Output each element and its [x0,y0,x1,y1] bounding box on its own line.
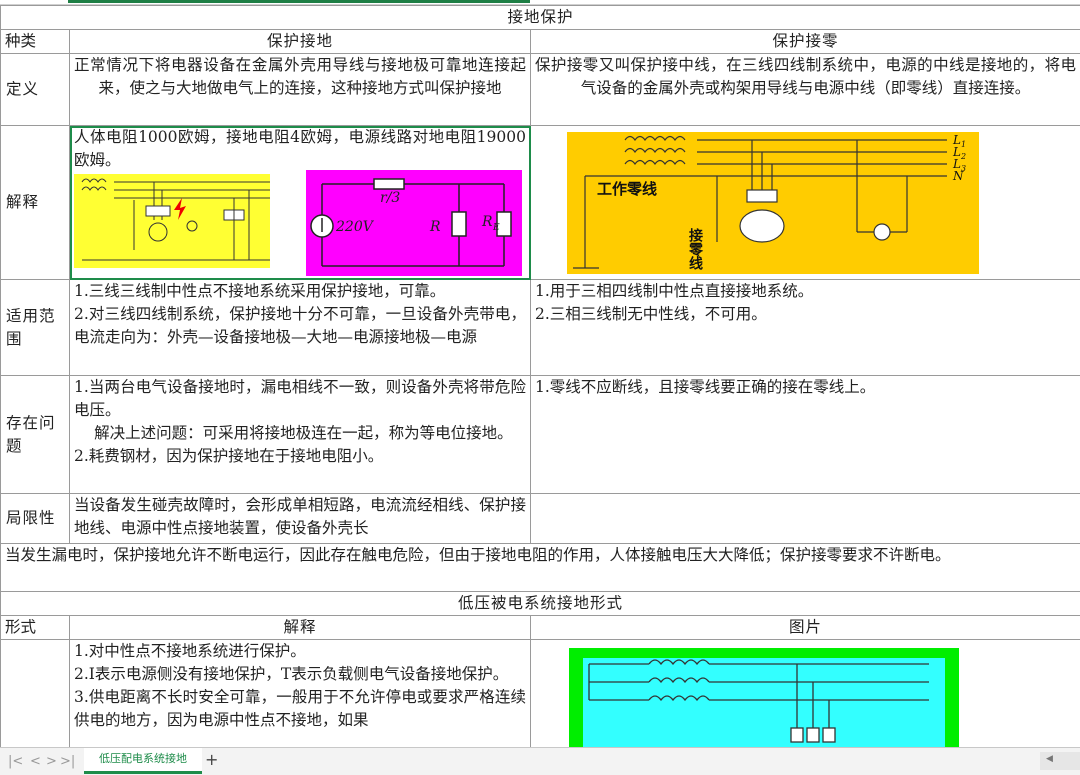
spreadsheet-grid[interactable]: 接地保护 种类 保护接地 保护接零 定义 正常情况下将电器设备在金属外壳用导线与… [0,5,1080,747]
it-picture-cell[interactable] [531,640,1080,748]
ground-zero-line-label: 接零线 [687,227,704,271]
header-explanation[interactable]: 解释 [70,616,531,640]
label-problem[interactable]: 存在问题 [1,376,70,494]
sheet-tab-bar: |< < > >| 低压配电系统接地 + ◀ [0,747,1080,775]
label-limit[interactable]: 局限性 [1,494,70,544]
header-picture[interactable]: 图片 [531,616,1080,640]
orange-circuit-figure [567,132,979,274]
re-subscript: E [492,223,500,233]
problem-grounding-1: 1.当两台电气设备接地时，漏电相线不一致，则设备外壳将带危险电压。 [74,376,526,422]
explain-zeroing-cell[interactable]: 工作零线 接零线 L 1 L 2 L 3 N [531,126,1080,280]
sheet-tab-active[interactable]: 低压配电系统接地 [84,748,202,774]
limit-zeroing[interactable] [531,494,1080,544]
add-sheet-button[interactable]: + [205,750,218,769]
scope-zeroing-1: 1.用于三相四线制中性点直接接地系统。 [535,280,1076,303]
table2-title[interactable]: 低压被电系统接地形式 [1,592,1080,616]
header-protective-zeroing[interactable]: 保护接零 [531,30,1080,54]
it-line-1: 1.对中性点不接地系统进行保护。 [74,640,526,663]
prev-sheet-button[interactable]: < [30,754,41,769]
scope-grounding-1: 1.三线三线制中性点不接地系统采用保护接地，可靠。 [74,280,526,303]
header-protective-grounding[interactable]: 保护接地 [70,30,531,54]
limit-grounding[interactable]: 当设备发生碰壳故障时，会形成单相短路，电流流经相线、保护接地线、电源中性点接地装… [70,494,531,544]
scroll-left-icon[interactable]: ◀ [1046,754,1053,764]
zeroing-figure: 工作零线 接零线 L 1 L 2 L 3 N [567,132,979,274]
header-form[interactable]: 形式 [1,616,70,640]
horizontal-scrollbar[interactable]: ◀ [1040,752,1080,770]
n-label: N [952,169,964,183]
scope-zeroing-2: 2.三相三线制无中性线，不可用。 [535,303,1076,326]
explain-grounding-text: 人体电阻1000欧姆，接地电阻4欧姆，电源线路对地电阻19000欧姆。 [74,126,526,172]
l1-sub: 1 [961,140,966,149]
r3-label: r/3 [380,190,400,206]
it-line-2: 2.I表示电源侧没有接地保护，T表示负载侧电气设备接地保护。 [74,663,526,686]
it-line-3: 3.供电距离不长时安全可靠，一般用于不允许停电或要求严格连续供电的地方，因为电源… [74,686,526,732]
selected-column-indicator [68,0,530,3]
grounding-figures: 220V r/3 R R E [74,170,526,278]
grounding-table: 接地保护 种类 保护接地 保护接零 定义 正常情况下将电器设备在金属外壳用导线与… [0,5,1080,747]
definition-zeroing[interactable]: 保护接零又叫保护接中线，在三线四线制系统中，电源的中线是接地的，将电气设备的金属… [531,54,1080,126]
scope-zeroing[interactable]: 1.用于三相四线制中性点直接接地系统。 2.三相三线制无中性线，不可用。 [531,280,1080,376]
label-definition[interactable]: 定义 [1,54,70,126]
label-it[interactable]: IT [1,640,70,748]
first-sheet-button[interactable]: |< [8,754,23,769]
label-explain[interactable]: 解释 [1,126,70,280]
scope-grounding[interactable]: 1.三线三线制中性点不接地系统采用保护接地，可靠。 2.对三线四线制系统，保护接… [70,280,531,376]
summary-note[interactable]: 当发生漏电时，保护接地允许不断电运行，因此存在触电危险，但由于接地电阻的作用，人… [1,544,1080,592]
problem-grounding-2: 解决上述问题：可采用将接地极连在一起，称为等电位接地。 [74,422,526,445]
work-zero-line-label: 工作零线 [597,180,657,198]
last-sheet-button[interactable]: >| [60,754,75,769]
problem-grounding-3: 2.耗费钢材，因为保护接地在于接地电阻小。 [74,445,526,468]
cyan-panel [583,658,945,747]
voltage-label: 220V [335,219,375,235]
scope-grounding-2: 2.对三线四线制系统，保护接地十分不可靠，一旦设备外壳带电，电流走向为：外壳—设… [74,303,526,349]
label-scope[interactable]: 适用范围 [1,280,70,376]
problem-zeroing-1: 1.零线不应断线，且接零线要正确的接在零线上。 [535,376,1076,399]
explain-grounding-cell[interactable]: 人体电阻1000欧姆，接地电阻4欧姆，电源线路对地电阻19000欧姆。 [70,126,531,280]
yellow-circuit-figure [74,174,270,268]
problem-zeroing[interactable]: 1.零线不应断线，且接零线要正确的接在零线上。 [531,376,1080,494]
r-label: R [429,219,441,235]
definition-grounding[interactable]: 正常情况下将电器设备在金属外壳用导线与接地极可靠地连接起来，使之与大地做电气上的… [70,54,531,126]
it-explanation[interactable]: 1.对中性点不接地系统进行保护。 2.I表示电源侧没有接地保护，T表示负载侧电气… [70,640,531,748]
it-system-figure [569,648,959,747]
header-type[interactable]: 种类 [1,30,70,54]
next-sheet-button[interactable]: > [46,754,57,769]
table1-title[interactable]: 接地保护 [1,6,1080,30]
problem-grounding[interactable]: 1.当两台电气设备接地时，漏电相线不一致，则设备外壳将带危险电压。 解决上述问题… [70,376,531,494]
re-label: R [481,214,493,230]
